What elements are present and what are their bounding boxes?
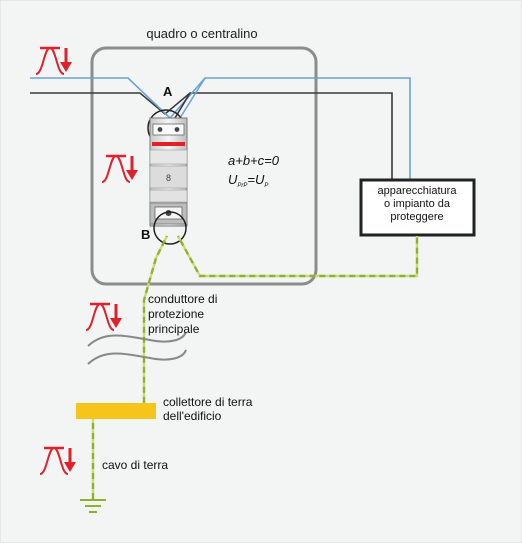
protection-conductor-label-3: principale [148, 322, 200, 336]
earth-collector-bar [76, 403, 156, 419]
protection-conductor-label-2: protezione [148, 307, 204, 321]
protection-conductor-label-1: conduttore di [148, 292, 217, 306]
earth-conductors [91, 235, 419, 500]
point-b-label: B [141, 227, 150, 242]
surge-pulse-icon-1 [35, 46, 72, 75]
earth-collector-label-2: dell'edificio [163, 409, 222, 423]
neutral-branch [179, 77, 206, 119]
phase-conductor [30, 92, 393, 180]
formula-sum: a+b+c=0 [228, 153, 280, 168]
surge-protection-device: 8 [149, 117, 188, 227]
device-label-line-1: apparecchiatura [378, 185, 458, 197]
protected-equipment-box [359, 178, 476, 237]
panel-label: quadro o centralino [146, 26, 257, 41]
formula-voltage: UPrP=UP [228, 172, 268, 189]
panel-box [90, 46, 318, 286]
cable-break-top [87, 331, 187, 347]
earth-collector-label-1: collettore di terra [163, 395, 253, 409]
cable-break-bottom [87, 349, 187, 365]
device-label-line-3: proteggere [390, 211, 443, 223]
earth-cable-label: cavo di terra [102, 458, 168, 472]
surge-pulse-icon-3 [85, 302, 122, 331]
surge-pulse-icon-4 [39, 446, 76, 475]
ground-symbol-icon [80, 499, 106, 513]
point-b-circle [153, 211, 187, 245]
point-a-label: A [163, 84, 173, 99]
device-label-line-2: o impianto da [384, 198, 451, 210]
surge-pulse-icon-2 [101, 154, 138, 183]
svg-text:8: 8 [166, 173, 171, 183]
